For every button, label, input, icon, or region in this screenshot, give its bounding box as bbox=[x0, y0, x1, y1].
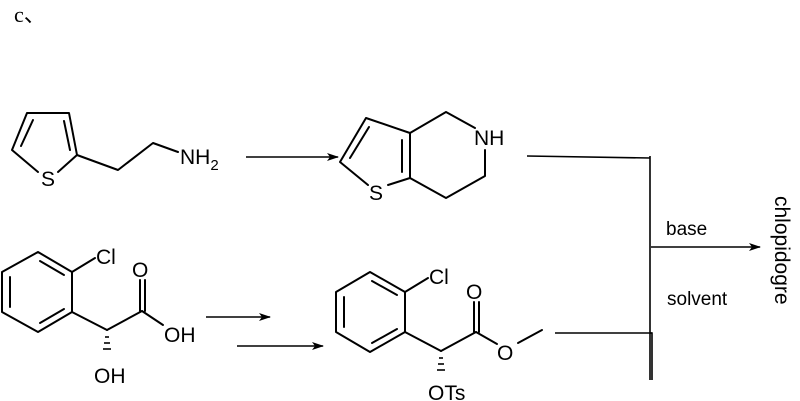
thienopyridine-structure: S NH bbox=[339, 111, 504, 205]
carbonyl-o-label: O bbox=[132, 259, 148, 282]
product-name: chlopidogre bbox=[770, 196, 793, 305]
ester-o-label: O bbox=[497, 342, 513, 365]
sulfur-atom: S bbox=[41, 168, 55, 191]
carbonyl-o-label-2: O bbox=[466, 281, 482, 304]
acid-oh-label: OH bbox=[164, 324, 196, 347]
hashed-wedge-bond-2 bbox=[437, 357, 445, 371]
top-connector-line bbox=[526, 155, 651, 159]
chloromandelic-acid-structure: Cl OH O OH bbox=[1, 246, 196, 388]
alpha-oh-label: OH bbox=[94, 365, 126, 388]
condition-solvent: solvent bbox=[667, 289, 728, 310]
chloro-label: Cl bbox=[96, 246, 116, 269]
chloro-label-2: Cl bbox=[429, 266, 449, 289]
bracket-bottom bbox=[650, 332, 653, 380]
sulfur-atom-2: S bbox=[369, 182, 383, 205]
hashed-wedge-bond bbox=[103, 336, 111, 350]
amine-label: NH2 bbox=[180, 146, 219, 174]
condition-base: base bbox=[666, 219, 707, 240]
thiophene-ethylamine-structure: S NH2 bbox=[11, 112, 219, 191]
figure-label: c、 bbox=[14, 2, 46, 27]
nh-label: NH bbox=[474, 127, 504, 150]
otosyl-label: OTs bbox=[428, 382, 465, 401]
tosylate-ester-structure: Cl OTs O O bbox=[335, 266, 543, 401]
